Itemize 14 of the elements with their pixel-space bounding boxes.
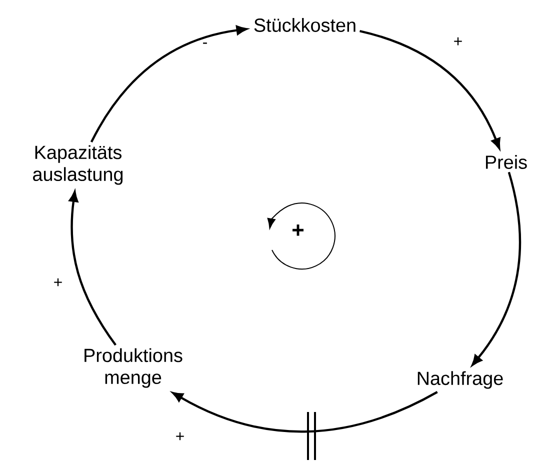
loop-sign: +: [292, 224, 304, 236]
variable-label: Nachfrage: [418, 371, 503, 389]
causal-arrow: [172, 391, 438, 433]
variable-label: Stückkosten: [254, 18, 356, 32]
variable-label: Kapazitäts auslastung: [33, 145, 123, 185]
causal-arrow: [472, 172, 522, 366]
variable-label: Produktions menge: [84, 348, 182, 388]
causal-arrow: [359, 30, 500, 149]
polarity-sign: -: [201, 42, 209, 48]
polarity-sign: +: [174, 431, 186, 443]
polarity-sign: +: [452, 36, 464, 48]
polarity-sign: +: [52, 277, 64, 289]
variable-label: Preis: [486, 155, 527, 169]
causal-arrow: [90, 26, 248, 143]
